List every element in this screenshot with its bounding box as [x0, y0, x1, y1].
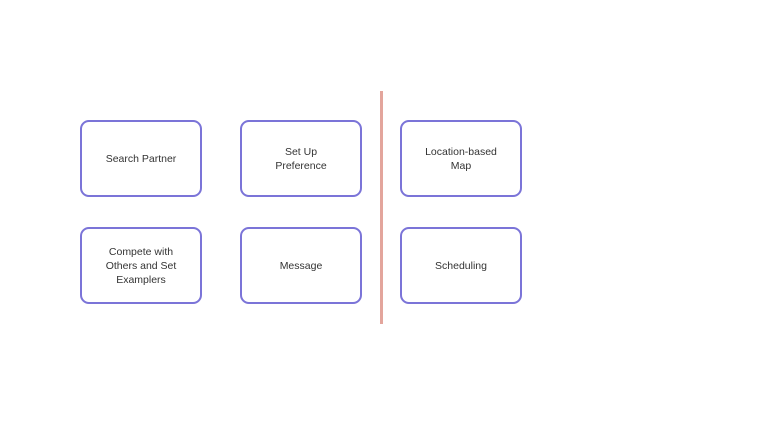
card-label: Scheduling [435, 259, 487, 272]
vertical-divider [380, 91, 383, 324]
feature-card-compete-with-others: Compete with Others and Set Examplers [80, 227, 202, 304]
feature-card-search-partner: Search Partner [80, 120, 202, 197]
card-label: Location-based Map [425, 145, 497, 172]
card-label: Compete with Others and Set Examplers [105, 245, 177, 286]
card-label: Set Up Preference [275, 145, 327, 172]
feature-card-message: Message [240, 227, 362, 304]
card-label: Message [279, 259, 323, 272]
card-label: Search Partner [105, 152, 177, 165]
feature-card-set-up-preference: Set Up Preference [240, 120, 362, 197]
feature-card-location-based-map: Location-based Map [400, 120, 522, 197]
feature-card-scheduling: Scheduling [400, 227, 522, 304]
